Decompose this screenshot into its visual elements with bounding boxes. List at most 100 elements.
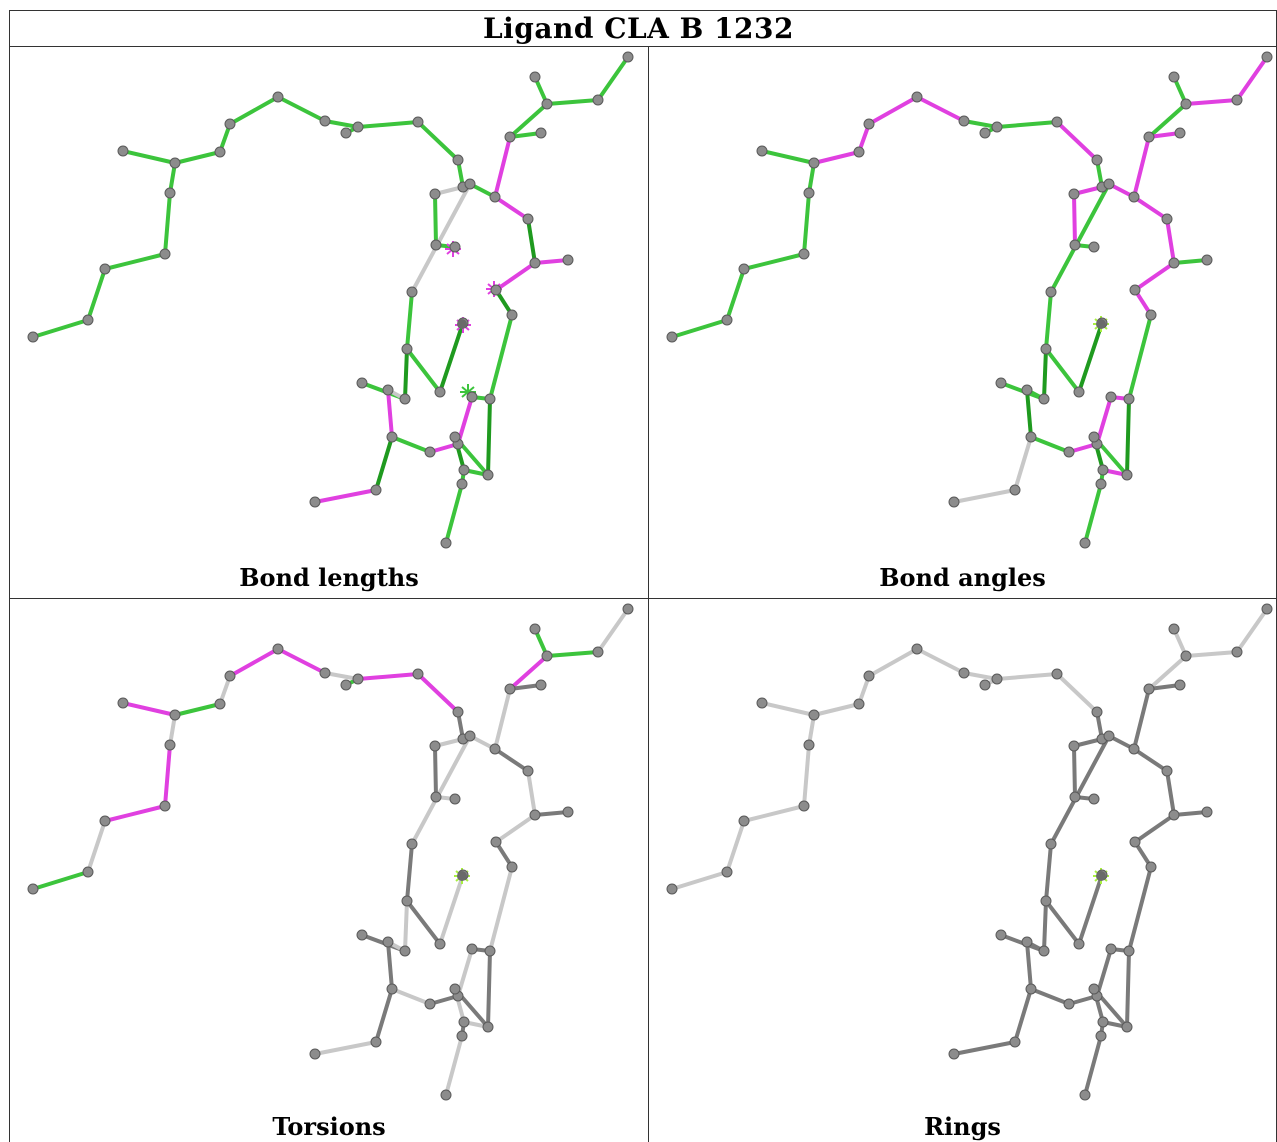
bond	[433, 192, 438, 247]
atom	[1103, 730, 1115, 742]
atom	[622, 603, 634, 615]
atom	[424, 998, 436, 1010]
atom	[466, 391, 478, 403]
bond	[276, 647, 327, 675]
atom	[430, 791, 442, 803]
atom	[562, 254, 574, 266]
bond	[1132, 747, 1169, 773]
atom	[1143, 131, 1155, 143]
bond	[1127, 865, 1153, 953]
bond	[1044, 842, 1053, 903]
bond	[356, 672, 420, 681]
atom	[592, 94, 604, 106]
molecule-rings	[666, 603, 1273, 1101]
atom	[911, 91, 923, 103]
atom	[506, 309, 518, 321]
atom	[1168, 257, 1180, 269]
bond	[742, 252, 806, 271]
bond	[86, 267, 107, 322]
atom	[1103, 178, 1115, 190]
atom	[406, 286, 418, 298]
atom	[979, 127, 991, 139]
atom	[991, 121, 1003, 133]
bond	[995, 672, 1059, 681]
atom	[1009, 484, 1021, 496]
atom	[529, 257, 541, 269]
atom	[666, 331, 678, 343]
magnesium-atom	[457, 319, 467, 329]
atom	[1174, 127, 1186, 139]
atom	[1088, 431, 1100, 443]
bond	[438, 321, 465, 394]
panel-bond-lengths	[10, 47, 648, 598]
bond	[1133, 813, 1176, 844]
atom	[99, 263, 111, 275]
atom	[541, 650, 553, 662]
bond	[1184, 98, 1239, 106]
magnesium-atom	[1096, 319, 1106, 329]
atom	[1128, 743, 1140, 755]
atom	[386, 431, 398, 443]
bond	[526, 217, 537, 265]
bond	[952, 488, 1017, 504]
atom	[991, 673, 1003, 685]
atom	[370, 484, 382, 496]
panel-rings	[649, 599, 1276, 1142]
panel-bond-angles	[649, 47, 1276, 598]
bond	[1083, 1034, 1103, 1097]
bond	[444, 1034, 464, 1097]
atom	[452, 154, 464, 166]
bond	[1165, 769, 1176, 817]
magnesium-atom	[457, 871, 467, 881]
bond	[163, 191, 172, 256]
bond	[323, 671, 360, 681]
bond	[1029, 987, 1071, 1006]
bond	[31, 870, 90, 891]
atom	[412, 116, 424, 128]
bond	[995, 120, 1059, 129]
bond	[1132, 135, 1151, 199]
bond	[1044, 290, 1053, 351]
caption-bond-angles: Bond angles	[879, 563, 1046, 592]
atom	[1261, 603, 1273, 615]
atom	[1168, 71, 1180, 83]
ligand-title: Ligand CLA B 1232	[482, 11, 795, 45]
atom	[352, 673, 364, 685]
atom	[1073, 938, 1085, 950]
bond	[390, 435, 432, 454]
atom	[948, 1048, 960, 1060]
atom	[808, 157, 820, 169]
atom	[424, 446, 436, 458]
bond	[1165, 217, 1176, 265]
atom	[1069, 791, 1081, 803]
atom	[1045, 286, 1057, 298]
bond	[493, 135, 512, 199]
atom	[666, 883, 678, 895]
atom	[399, 393, 411, 405]
atom	[82, 866, 94, 878]
atom	[224, 118, 236, 130]
bond	[386, 940, 394, 991]
atom	[504, 683, 516, 695]
atom	[1038, 945, 1050, 957]
atom	[99, 815, 111, 827]
atom	[1161, 213, 1173, 225]
atom	[352, 121, 364, 133]
bond	[405, 347, 442, 394]
atom	[272, 91, 284, 103]
atom	[456, 1030, 468, 1042]
bond	[86, 819, 107, 874]
bond	[1072, 744, 1077, 799]
atom	[1201, 806, 1213, 818]
atom	[504, 131, 516, 143]
bond	[1125, 949, 1131, 1029]
atom	[1040, 895, 1052, 907]
atom	[490, 836, 502, 848]
atom	[798, 248, 810, 260]
atom	[1063, 998, 1075, 1010]
atom	[1088, 241, 1100, 253]
bond	[812, 150, 861, 165]
bond	[1025, 940, 1033, 991]
bond	[533, 810, 570, 817]
atom	[1079, 1089, 1091, 1101]
